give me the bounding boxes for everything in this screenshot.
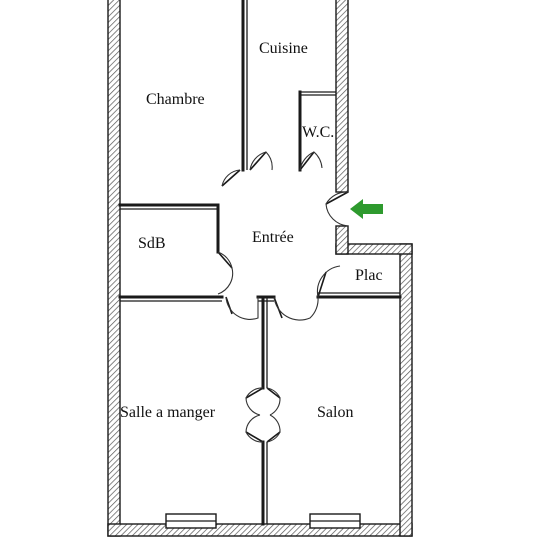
room-label-sdb: SdB (138, 235, 166, 252)
windows (165, 513, 361, 529)
room-label-chambre: Chambre (146, 91, 205, 108)
entrance-arrow-icon (350, 199, 383, 219)
room-label-wc: W.C. (302, 124, 334, 141)
room-label-salle-a-manger: Salle a manger (120, 404, 216, 421)
door-swings (217, 151, 349, 443)
room-label-cuisine: Cuisine (259, 40, 308, 57)
room-label-salon: Salon (317, 404, 353, 421)
interior-walls (118, 0, 402, 526)
room-labels: Chambre Cuisine W.C. Entrée SdB Plac Sal… (120, 40, 383, 421)
room-label-entree: Entrée (252, 229, 294, 246)
room-label-plac: Plac (355, 267, 383, 284)
